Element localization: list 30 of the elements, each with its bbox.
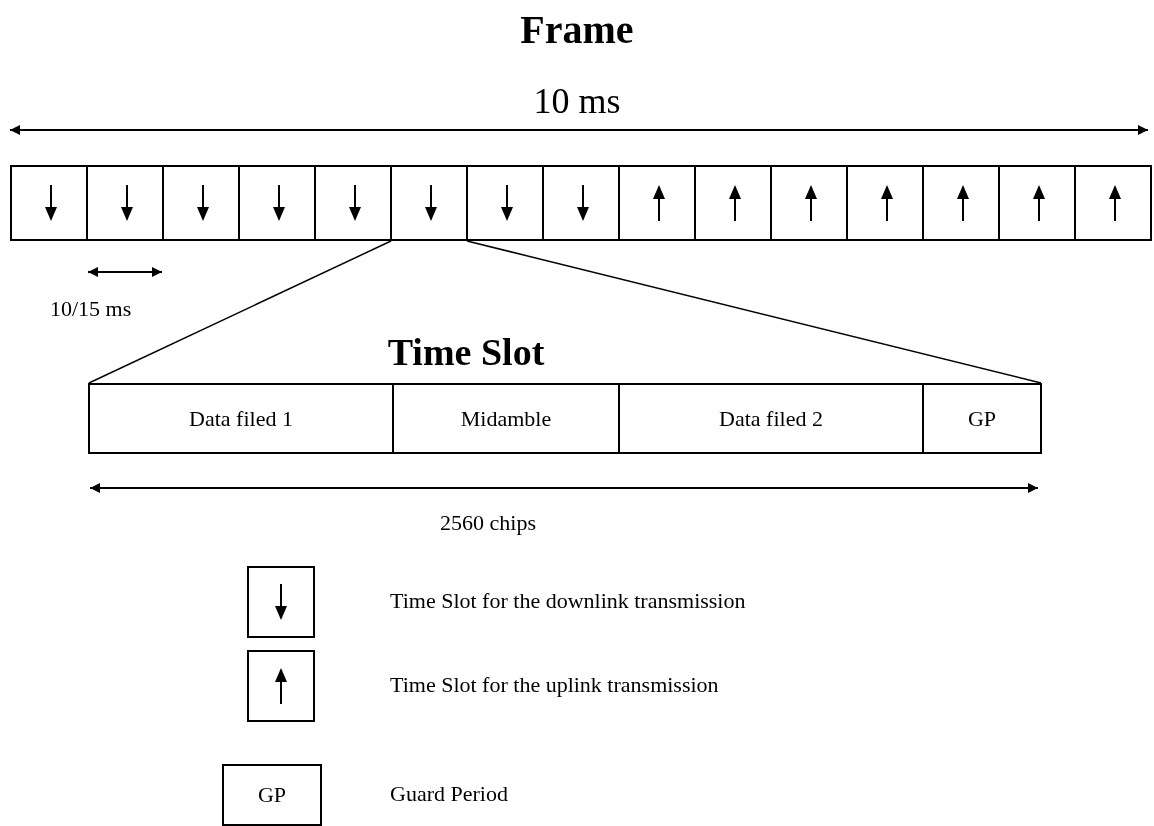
time-slot-box [542, 165, 620, 241]
time-slot-box [238, 165, 316, 241]
field-label: Data filed 1 [189, 405, 293, 432]
field-label: Data filed 2 [719, 405, 823, 432]
time-slot-box [694, 165, 772, 241]
sample-label: GP [257, 782, 287, 808]
field-label: GP [967, 405, 997, 432]
diagram-title: Frame [519, 6, 635, 53]
legend-text: Time Slot for the uplink transmission [390, 672, 719, 698]
zoom-line [466, 240, 1042, 384]
time-slot-box [770, 165, 848, 241]
time-slot-box [846, 165, 924, 241]
legend-text: Guard Period [390, 781, 508, 807]
time-slot-box [1074, 165, 1152, 241]
zoom-line [88, 240, 392, 384]
section-heading: Time Slot [386, 330, 546, 374]
time-slot-box [466, 165, 544, 241]
time-slot-box [86, 165, 164, 241]
legend-text: Time Slot for the downlink transmission [390, 588, 746, 614]
time-slot-box [10, 165, 88, 241]
dimension-label: 2560 chips [440, 510, 536, 536]
time-slot-box [314, 165, 392, 241]
dimension-label: 10/15 ms [50, 296, 132, 322]
time-slot-box [922, 165, 1000, 241]
time-slot-box [390, 165, 468, 241]
time-slot-box [162, 165, 240, 241]
dimension-label: 10 ms [532, 80, 622, 122]
time-slot-box [998, 165, 1076, 241]
field-label: Midamble [460, 405, 552, 432]
time-slot-box [618, 165, 696, 241]
